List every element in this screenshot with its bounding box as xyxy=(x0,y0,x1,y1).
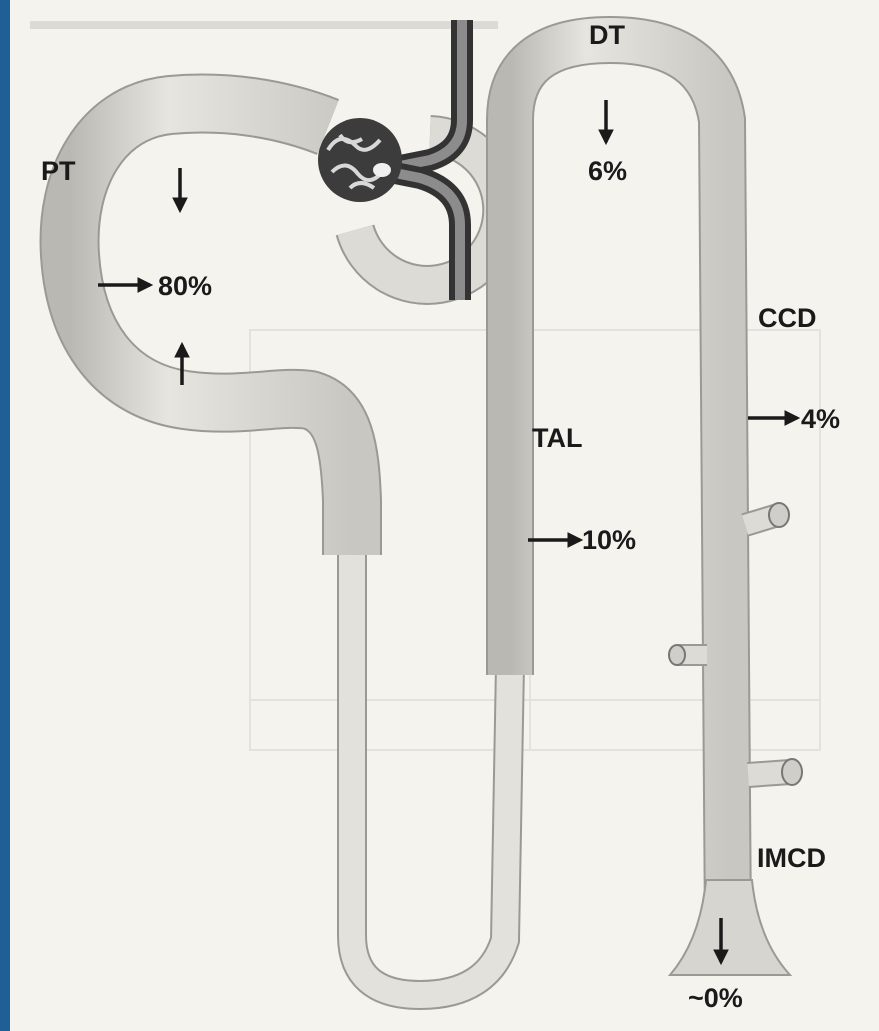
percent-dt: 6% xyxy=(588,158,627,185)
percent-tal: 10% xyxy=(582,527,636,554)
label-imcd: IMCD xyxy=(757,845,826,872)
label-pt: PT xyxy=(41,158,76,185)
percent-ccd: 4% xyxy=(801,406,840,433)
percent-pt: 80% xyxy=(158,273,212,300)
percent-imcd: ~0% xyxy=(688,985,743,1012)
glomerulus xyxy=(318,118,402,202)
label-ccd: CCD xyxy=(758,305,817,332)
label-dt: DT xyxy=(589,22,625,49)
nephron-figure: ▬▬▬▬▬▬▬▬▬▬▬▬▬▬▬▬▬▬ xyxy=(10,0,879,1031)
label-tal: TAL xyxy=(532,425,582,452)
nephron-diagram xyxy=(10,0,879,1031)
distal-tubule-and-collecting-duct xyxy=(510,40,802,975)
reabsorption-arrows xyxy=(98,100,797,962)
